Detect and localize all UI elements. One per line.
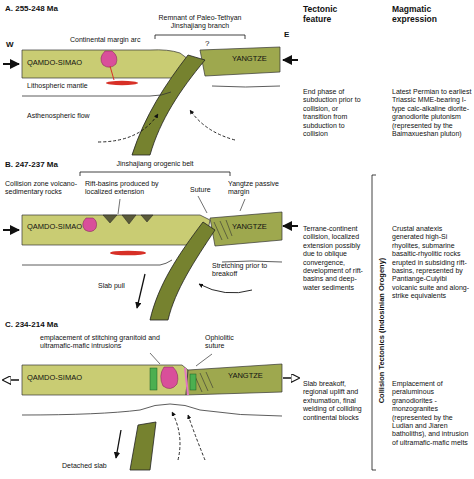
feature-label: Continental margin arc bbox=[70, 36, 165, 44]
ophiolitic-suture bbox=[185, 368, 188, 395]
magma-lens bbox=[106, 81, 138, 85]
feature-label: Detached slab bbox=[62, 462, 122, 470]
bracket bbox=[372, 175, 376, 470]
feature-label: Rift-basins produced by localized extens… bbox=[85, 180, 180, 197]
subducting-slab bbox=[150, 222, 215, 320]
layer-label: Lithospheric mantle bbox=[27, 82, 107, 90]
rift-basin bbox=[103, 215, 153, 224]
magmatic-note: Crustal anatexis generated high-Si rhyol… bbox=[392, 225, 472, 301]
feature-label: Collision zone volcano-sedimentary rocks bbox=[5, 180, 77, 197]
stitching-granitoid bbox=[161, 367, 178, 389]
qamdo-crust bbox=[22, 365, 188, 395]
convergence-arrow bbox=[3, 63, 19, 65]
qamdo-crust bbox=[22, 215, 210, 245]
yangtze-crust bbox=[200, 47, 280, 76]
arc-pluton bbox=[101, 51, 117, 67]
convergence-arrow bbox=[283, 59, 298, 61]
direction-label: W bbox=[6, 40, 18, 50]
convergence-arrow bbox=[3, 229, 19, 231]
terrane-label: YANGTZE bbox=[228, 371, 278, 380]
mantle-flow-arrow bbox=[190, 110, 235, 140]
phase-label: Collision Tectonics (Indosinian Orogeny) bbox=[377, 220, 386, 440]
lithosphere-base bbox=[22, 92, 171, 96]
feature-label: Jinshajiang orogenic belt bbox=[95, 160, 215, 168]
sinking-arrow bbox=[116, 430, 121, 458]
feature-label: Remnant of Paleo-Tethyan Jinshajiang bra… bbox=[150, 14, 250, 31]
direction-label: E bbox=[284, 30, 296, 40]
upwelling-arrow bbox=[172, 412, 180, 460]
tectonic-note: End phase of subduction prior to collisi… bbox=[303, 88, 367, 138]
panel-c bbox=[3, 364, 299, 470]
lithosphere-base bbox=[22, 404, 282, 416]
panel-b bbox=[3, 212, 298, 320]
leader-line bbox=[240, 199, 245, 211]
qamdo-crust bbox=[22, 50, 192, 78]
yangtze-crust bbox=[186, 364, 282, 395]
terrane-label: QAMDO-SIMAO bbox=[27, 222, 107, 231]
yangtze-crust bbox=[210, 212, 282, 246]
subducting-slab bbox=[132, 55, 205, 155]
slab-pull-arrow bbox=[137, 274, 145, 308]
process-label: Stretching prior to breakoff bbox=[212, 262, 287, 279]
column-header: Tectonic feature bbox=[303, 4, 365, 24]
thrust-lines bbox=[214, 220, 232, 240]
terrane-label: QAMDO-SIMAO bbox=[27, 58, 107, 67]
feature-label: Ophiolitic suture bbox=[205, 334, 250, 351]
feature-label: emplacement of stitching granitoid and u… bbox=[40, 334, 165, 351]
panel-a bbox=[3, 35, 298, 155]
lithosphere-base bbox=[212, 86, 280, 87]
stretching-arrow bbox=[199, 284, 252, 293]
column-header: Magmatic expression bbox=[392, 4, 470, 24]
ultramafic-intrusion bbox=[190, 374, 196, 390]
panel-label: B. 247-237 Ma bbox=[5, 160, 85, 170]
magma-feeder bbox=[110, 66, 114, 80]
bracket bbox=[155, 35, 245, 39]
extension-arrow bbox=[283, 377, 299, 379]
extension-arrow bbox=[3, 379, 19, 381]
leader-line bbox=[198, 196, 207, 213]
feature-label: Yangtze passive margin bbox=[228, 180, 288, 197]
terrane-label: YANGTZE bbox=[232, 54, 280, 63]
terrane-label: YANGTZE bbox=[232, 222, 280, 231]
panel-label: A. 255-248 Ma bbox=[5, 4, 85, 14]
convergence-arrow bbox=[283, 225, 298, 227]
ultramafic-intrusion bbox=[150, 368, 157, 390]
pluton bbox=[83, 218, 97, 232]
layer-label: Asthenospheric flow bbox=[27, 112, 107, 120]
magmatic-note: Emplacement of peraluminous granodiorite… bbox=[392, 380, 472, 447]
feature-label: Suture bbox=[190, 186, 222, 194]
leader-line bbox=[150, 353, 160, 364]
upwelling-arrow bbox=[188, 415, 205, 460]
thrust-lines bbox=[194, 372, 213, 392]
terrane-label: QAMDO-SIMAO bbox=[27, 373, 107, 382]
tectonic-note: Terrane-continent collision, localized e… bbox=[303, 225, 367, 292]
detached-slab bbox=[130, 422, 156, 470]
leader-line bbox=[196, 354, 212, 366]
mantle-flow-arrow bbox=[98, 114, 158, 142]
lithosphere-base bbox=[222, 261, 282, 262]
leader-line bbox=[118, 199, 120, 214]
process-label: Slab pull bbox=[98, 282, 136, 290]
panel-label: C. 234-214 Ma bbox=[5, 320, 85, 330]
bracket bbox=[80, 172, 230, 176]
magma-lens bbox=[110, 251, 146, 256]
magmatic-note: Latest Permian to earliest Triassic MME-… bbox=[392, 88, 472, 138]
tectonic-note: Slab breakoff, regional uplift and exhum… bbox=[303, 380, 367, 422]
query-mark: ? bbox=[205, 39, 213, 49]
lithosphere-base bbox=[22, 260, 172, 265]
